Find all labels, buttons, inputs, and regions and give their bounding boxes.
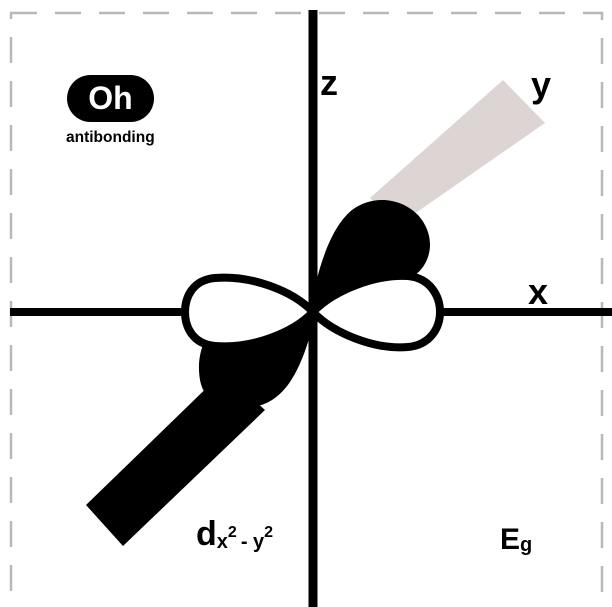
symmetry-label: Eg bbox=[500, 523, 532, 556]
orbital-name-sup-1: 2 bbox=[228, 524, 237, 541]
y-axis-label: y bbox=[531, 64, 551, 105]
orbital-name-main: d bbox=[196, 515, 217, 553]
symmetry-main: E bbox=[500, 523, 520, 556]
x-axis-label: x bbox=[528, 271, 548, 312]
point-group-badge: Oh bbox=[67, 75, 154, 122]
z-axis-label: z bbox=[320, 62, 338, 103]
orbital-name-sup-2: 2 bbox=[264, 524, 273, 541]
orbital-name-sub-x: x bbox=[217, 531, 228, 553]
symmetry-sub: g bbox=[520, 534, 532, 556]
badge-text: Oh bbox=[88, 80, 132, 116]
badge-caption: antibonding bbox=[66, 129, 155, 146]
orbital-name-separator: - y bbox=[241, 531, 265, 553]
orbital-name: dx2- y2 bbox=[196, 515, 273, 553]
